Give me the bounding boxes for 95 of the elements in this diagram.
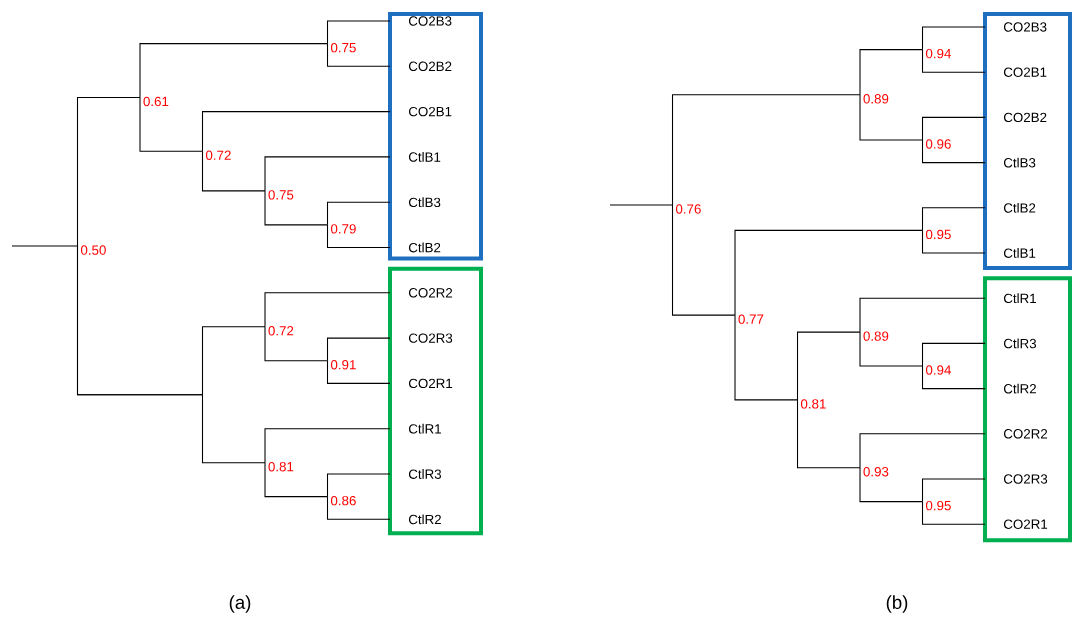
support-value: 0.89 [863,94,889,104]
support-value: 0.81 [268,461,294,472]
support-value: 0.91 [330,360,356,370]
leaf-label: CtlR1 [408,423,441,434]
leaf-label: CO2B3 [408,16,452,26]
leaf-label: CtlB2 [1003,202,1036,213]
leaf-label: CtlR3 [408,469,442,479]
tree-branch [796,399,861,469]
tree-branch [326,496,391,520]
support-value: 0.95 [925,229,951,240]
tree-branch [11,245,79,247]
tree-branch [859,49,924,96]
leaf-label: CO2B1 [1003,67,1047,77]
support-value: 0.75 [268,190,294,200]
tree-branch [921,229,986,254]
leaf-label: CO2B3 [1003,22,1047,32]
support-value: 0.79 [330,224,356,234]
support-value: 0.94 [925,48,951,59]
group-box [388,12,483,261]
tree-branch [921,139,986,164]
tree-branch [921,365,986,390]
leaf-label: CO2R1 [1003,519,1048,529]
tree-branch [859,297,986,333]
leaf-label: CtlB2 [408,242,441,253]
tree-branch [264,190,329,226]
tree-branch [921,207,986,231]
tree-branch [734,314,799,401]
tree-branch [921,116,986,141]
leaf-label: CtlB3 [408,197,441,208]
tree-branch [201,111,391,152]
panel-caption: (b) [886,595,908,613]
leaf-label: CtlR2 [408,514,441,525]
leaf-label: CtlR1 [1003,293,1036,304]
tree-branch [921,501,986,525]
support-value: 0.50 [80,245,106,255]
leaf-label: CO2B2 [408,61,452,71]
tree-branch [796,331,861,401]
leaf-label: CO2B2 [1003,112,1047,123]
tree-branch [859,433,986,469]
tree-branch [921,26,986,51]
support-value: 0.94 [925,365,951,375]
support-value: 0.89 [863,331,889,341]
tree-branch [326,20,391,45]
tree-branch [326,224,391,249]
tree-branch [76,96,141,247]
tree-branch [76,245,266,464]
support-value: 0.75 [330,42,356,53]
tree-branch [859,331,924,367]
tree-branch [264,156,391,192]
leaf-label: CtlB3 [1003,157,1036,168]
tree-branch [264,292,391,328]
tree-branch [734,229,924,316]
tree-branch [609,204,674,206]
leaf-label: CO2R3 [408,333,453,343]
group-box [983,276,1072,543]
tree-branch [326,473,391,498]
group-box [983,12,1072,270]
tree-branch [139,43,329,98]
tree-branch [921,478,986,503]
tree-branch [264,428,391,464]
leaf-label: CtlR3 [1003,338,1037,349]
leaf-label: CtlB1 [1003,248,1036,258]
leaf-label: CO2B1 [408,106,452,117]
support-value: 0.95 [925,500,951,511]
panel-caption: (a) [229,595,251,613]
support-value: 0.77 [738,314,764,324]
leaf-label: CtlB1 [408,152,441,162]
tree-branch [326,201,391,226]
support-value: 0.61 [143,96,169,107]
support-value: 0.96 [925,139,951,149]
leaf-label: CO2R1 [408,378,453,389]
tree-branch [139,96,204,152]
tree-branch [921,342,986,367]
tree-branch [859,94,924,141]
tree-branch [326,337,391,362]
leaf-label: CO2R3 [1003,474,1048,484]
support-value: 0.76 [675,204,701,214]
tree-branch [264,326,329,362]
support-value: 0.81 [800,399,826,409]
support-value: 0.72 [268,326,294,336]
support-value: 0.86 [330,495,356,506]
tree-branch [671,94,861,206]
tree-branch [326,360,391,384]
leaf-label: CO2R2 [408,288,453,298]
support-value: 0.93 [863,467,889,477]
group-box [388,266,483,536]
leaf-label: CO2R2 [1003,429,1048,439]
tree-branch [671,204,736,316]
tree-branch [264,462,329,498]
support-value: 0.72 [205,150,231,160]
tree-branch [201,150,266,192]
tree-branch [326,43,391,67]
tree-branch [859,467,924,503]
tree-branch [921,49,986,73]
leaf-label: CtlR2 [1003,383,1036,394]
